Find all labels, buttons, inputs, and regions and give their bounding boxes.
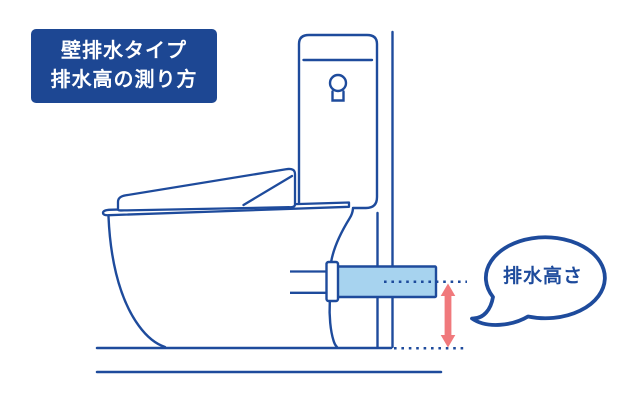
bowl-back-edge-upper xyxy=(330,207,355,263)
drain-flange xyxy=(325,260,340,303)
title-badge: 壁排水タイプ 排水高の測り方 xyxy=(31,29,217,103)
drain-stub-lines xyxy=(290,270,327,294)
height-arrow xyxy=(440,283,456,348)
bubble-label: 排水高さ xyxy=(502,266,583,287)
title-badge-line1: 壁排水タイプ xyxy=(61,40,187,62)
bowl-back-edge-lower xyxy=(328,300,339,349)
speech-bubble-shape xyxy=(470,235,607,327)
height-arrow-shaft xyxy=(444,294,452,337)
dotted-guides xyxy=(384,280,467,350)
toilet-tank xyxy=(297,33,379,210)
title-badge-line2: 排水高の測り方 xyxy=(50,69,198,91)
height-arrow-head-down xyxy=(440,335,456,348)
wall-lines xyxy=(376,30,394,349)
tank-outline xyxy=(297,33,379,210)
floor-lines xyxy=(95,346,443,374)
bowl-front-edge xyxy=(107,215,167,349)
height-arrow-head-up xyxy=(440,283,456,296)
flush-button-icon xyxy=(328,73,348,102)
toilet-seat-lid xyxy=(101,167,351,217)
toilet-bowl xyxy=(107,207,355,349)
lid-inner-edge xyxy=(242,174,294,207)
